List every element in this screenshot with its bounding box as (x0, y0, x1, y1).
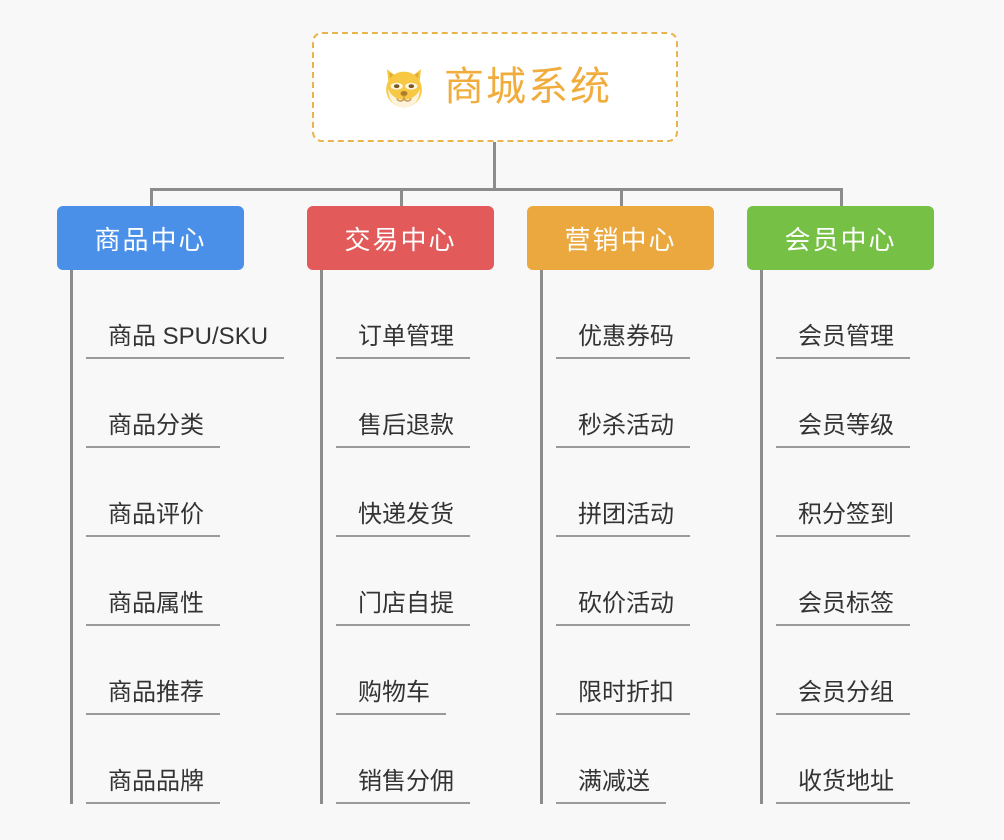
branch-header-product-center[interactable]: 商品中心 (57, 206, 244, 270)
leaf-item[interactable]: 满减送 (556, 715, 714, 804)
leaf-item[interactable]: 销售分佣 (336, 715, 494, 804)
leaf-item-label: 门店自提 (336, 590, 470, 626)
branch-marketing-center: 营销中心优惠券码秒杀活动拼团活动砍价活动限时折扣满减送 (527, 206, 714, 804)
leaf-item[interactable]: 商品品牌 (86, 715, 244, 804)
leaf-item-label: 会员管理 (776, 323, 910, 359)
leaf-item-label: 商品推荐 (86, 679, 220, 715)
branch-product-center: 商品中心商品 SPU/SKU 商品分类商品评价商品属性商品推荐商品品牌 (57, 206, 285, 804)
leaf-item-label: 销售分佣 (336, 768, 470, 804)
leaf-item-label: 会员等级 (776, 412, 910, 448)
root-title: 商城系统 (444, 65, 612, 109)
leaf-item[interactable]: 拼团活动 (556, 448, 714, 537)
leaf-item-label: 商品评价 (86, 501, 220, 537)
leaf-item[interactable]: 商品评价 (86, 448, 244, 537)
leaf-item-label: 会员分组 (776, 679, 910, 715)
connector-drop-product-center (150, 188, 153, 208)
branch-header-marketing-center[interactable]: 营销中心 (527, 206, 714, 270)
leaf-item-label: 商品 SPU/SKU (86, 323, 285, 359)
leaf-item[interactable]: 积分签到 (776, 448, 934, 537)
leaf-item-label: 商品分类 (86, 412, 220, 448)
leaf-item[interactable]: 会员分组 (776, 626, 934, 715)
leaf-item[interactable]: 会员标签 (776, 537, 934, 626)
leaf-item[interactable]: 会员等级 (776, 359, 934, 448)
leaf-item[interactable]: 购物车 (336, 626, 494, 715)
leaf-item[interactable]: 售后退款 (336, 359, 494, 448)
leaf-item-label: 拼团活动 (556, 501, 690, 537)
leaf-item-label: 积分签到 (776, 501, 910, 537)
leaf-item[interactable]: 秒杀活动 (556, 359, 714, 448)
leaf-item-label: 会员标签 (776, 590, 910, 626)
leaf-item[interactable]: 商品分类 (86, 359, 244, 448)
leaf-item-label: 订单管理 (336, 323, 470, 359)
branch-header-label: 会员中心 (784, 224, 897, 255)
branch-header-trade-center[interactable]: 交易中心 (307, 206, 494, 270)
leaf-item-label: 砍价活动 (556, 590, 690, 626)
connector-drop-marketing-center (620, 188, 623, 208)
leaf-item[interactable]: 砍价活动 (556, 537, 714, 626)
branch-header-label: 交易中心 (344, 224, 457, 255)
leaf-item[interactable]: 快递发货 (336, 448, 494, 537)
leaf-item[interactable]: 商品推荐 (86, 626, 244, 715)
branch-trade-center: 交易中心订单管理售后退款快递发货门店自提购物车销售分佣 (307, 206, 494, 804)
shiba-dog-face-icon (378, 61, 430, 113)
leaf-item[interactable]: 商品 SPU/SKU (86, 270, 285, 359)
branch-member-center: 会员中心会员管理会员等级积分签到会员标签会员分组收货地址 (747, 206, 934, 804)
leaf-item-label: 满减送 (556, 768, 666, 804)
leaf-item-label: 优惠券码 (556, 323, 690, 359)
leaf-item[interactable]: 订单管理 (336, 270, 494, 359)
connector-drop-member-center (840, 188, 843, 208)
branch-items-member-center: 会员管理会员等级积分签到会员标签会员分组收货地址 (760, 270, 934, 804)
branch-header-member-center[interactable]: 会员中心 (747, 206, 934, 270)
branch-items-marketing-center: 优惠券码秒杀活动拼团活动砍价活动限时折扣满减送 (540, 270, 714, 804)
leaf-item[interactable]: 会员管理 (776, 270, 934, 359)
connector-root-stem (493, 142, 496, 190)
leaf-item[interactable]: 商品属性 (86, 537, 244, 626)
leaf-item[interactable]: 门店自提 (336, 537, 494, 626)
connector-drop-trade-center (400, 188, 403, 208)
leaf-item-label: 快递发货 (336, 501, 470, 537)
branch-header-label: 营销中心 (564, 224, 677, 255)
branch-items-product-center: 商品 SPU/SKU 商品分类商品评价商品属性商品推荐商品品牌 (70, 270, 285, 804)
leaf-item[interactable]: 收货地址 (776, 715, 934, 804)
root-node-mall-system[interactable]: 商城系统 (312, 32, 678, 142)
leaf-item-label: 秒杀活动 (556, 412, 690, 448)
leaf-item-label: 售后退款 (336, 412, 470, 448)
leaf-item[interactable]: 优惠券码 (556, 270, 714, 359)
leaf-item-label: 限时折扣 (556, 679, 690, 715)
leaf-item-label: 收货地址 (776, 768, 910, 804)
leaf-item-label: 商品属性 (86, 590, 220, 626)
leaf-item[interactable]: 限时折扣 (556, 626, 714, 715)
branch-header-label: 商品中心 (94, 224, 207, 255)
branch-items-trade-center: 订单管理售后退款快递发货门店自提购物车销售分佣 (320, 270, 494, 804)
leaf-item-label: 购物车 (336, 679, 446, 715)
leaf-item-label: 商品品牌 (86, 768, 220, 804)
connector-horizontal-bus (150, 188, 840, 191)
